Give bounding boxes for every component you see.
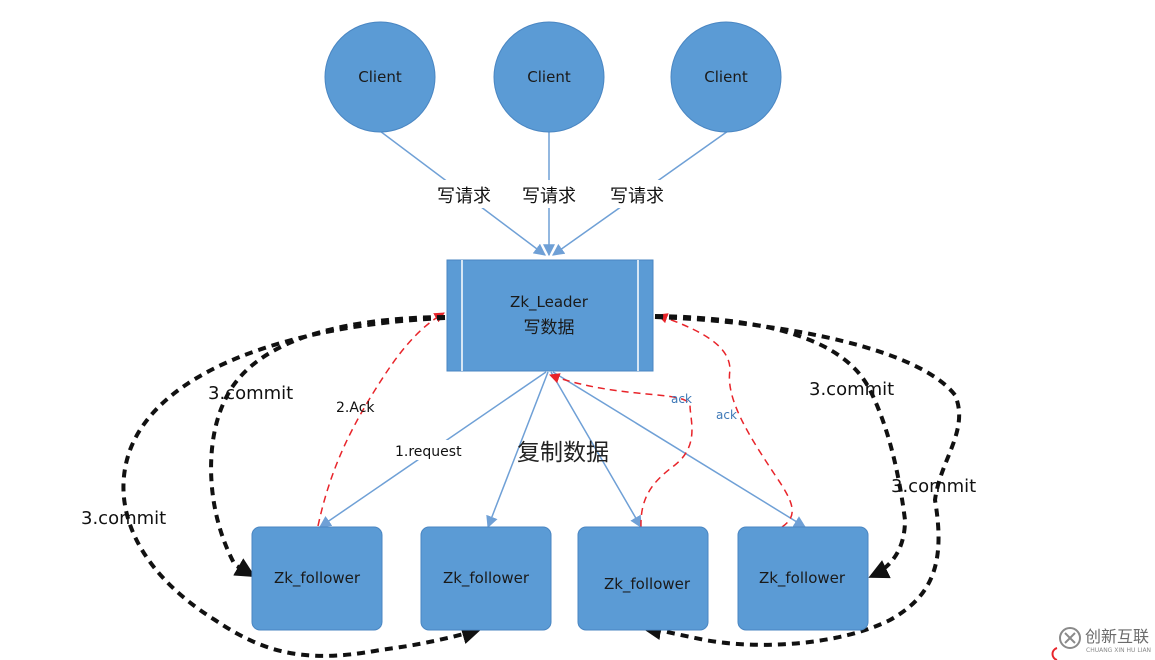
ack-numbered-label: 2.Ack xyxy=(336,400,375,416)
commit-label-right-inner: 3.commit xyxy=(809,379,894,400)
client-label: Client xyxy=(704,68,748,86)
follower-label: Zk_follower xyxy=(274,569,361,588)
follower-node-2: Zk_follower xyxy=(420,526,552,631)
client-circle xyxy=(324,21,436,133)
follower-box xyxy=(577,526,709,631)
follower-node-1: Zk_follower xyxy=(251,526,383,631)
client-circle xyxy=(493,21,605,133)
follower-node-3: Zk_follower xyxy=(577,526,709,631)
watermark-subtext: CHUANG XIN HU LIAN xyxy=(1086,647,1151,654)
client-circle xyxy=(670,21,782,133)
leader-to-follower3-line xyxy=(550,371,642,529)
replicate-data-label: 复制数据 xyxy=(517,440,609,466)
follower-box xyxy=(737,526,869,631)
follower1-ack-line xyxy=(317,312,445,527)
leader-to-follower4-line xyxy=(552,371,807,528)
write-request-labels: 写请求 写请求 写请求 xyxy=(430,180,671,208)
write-request-label-2: 写请求 xyxy=(522,186,576,207)
leader-box xyxy=(446,259,654,372)
client-label: Client xyxy=(358,68,402,86)
commit-line-right-outer xyxy=(641,315,962,647)
ack-label-1: ack xyxy=(671,392,692,406)
commit-lines xyxy=(121,314,962,658)
ack-label-2: ack xyxy=(716,408,737,422)
follower-label: Zk_follower xyxy=(759,569,846,588)
commit-label-right-outer: 3.commit xyxy=(891,476,976,497)
follower4-ack-line xyxy=(657,313,793,528)
ack-lines xyxy=(317,312,793,528)
follower-box xyxy=(251,526,383,631)
watermark: 创新互联 CHUANG XIN HU LIAN xyxy=(1051,615,1155,660)
commit-line-left-outer xyxy=(121,316,482,658)
edge-labels: 3.commit 3.commit 3.commit 3.commit 2.Ac… xyxy=(81,379,976,529)
commit-line-left-inner xyxy=(209,315,446,578)
watermark-logo-mark xyxy=(1064,632,1076,644)
commit-label-left-inner: 3.commit xyxy=(208,383,293,404)
follower-box xyxy=(420,526,552,631)
follower-label: Zk_follower xyxy=(604,575,691,594)
write-request-label-3: 写请求 xyxy=(610,186,664,207)
write-request-label-1: 写请求 xyxy=(437,186,491,207)
request-label: 1.request xyxy=(395,444,462,460)
commit-label-left-outer: 3.commit xyxy=(81,508,166,529)
follower-node-4: Zk_follower xyxy=(737,526,869,631)
leader-subtitle: 写数据 xyxy=(524,318,575,338)
watermark-logo-icon xyxy=(1059,627,1081,649)
leader-node: Zk_Leader 写数据 xyxy=(446,259,654,372)
follower-label: Zk_follower xyxy=(443,569,530,588)
client-node-2: Client xyxy=(493,21,605,133)
leader-title: Zk_Leader xyxy=(510,293,589,312)
leader-to-follower2-line xyxy=(486,371,549,529)
client-node-3: Client xyxy=(670,21,782,133)
watermark-text: 创新互联 xyxy=(1085,627,1149,646)
watermark-corner-mark xyxy=(1051,647,1058,660)
client-label: Client xyxy=(527,68,571,86)
follower3-ack-line xyxy=(549,373,693,528)
client-node-1: Client xyxy=(324,21,436,133)
